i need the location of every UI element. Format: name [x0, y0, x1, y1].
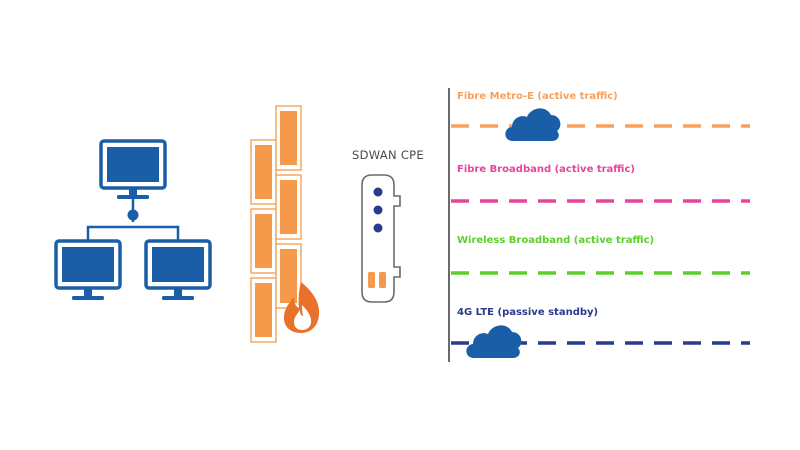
monitor-icon-left: [54, 239, 122, 300]
monitor-icon-top: [99, 139, 167, 199]
cpe-port-1: [368, 272, 375, 288]
link-label-fibre-metro-e: Fibre Metro-E (active traffic): [457, 91, 618, 102]
cpe-port-2: [379, 272, 386, 288]
link-label-wireless-broadband: Wireless Broadband (active traffic): [457, 235, 655, 246]
sdwan-cpe-device-icon: [361, 174, 401, 303]
flame-icon: [283, 282, 320, 333]
firewall-bricks-left: [250, 139, 277, 343]
cpe-title: SDWAN CPE: [352, 148, 424, 162]
firewall-bricks-right: [275, 105, 302, 309]
link-label-4g-lte: 4G LTE (passive standby): [457, 307, 599, 318]
cloud-icon-metro-e: [505, 108, 561, 141]
cpe-status-led-2: [373, 205, 383, 215]
cpe-status-led-1: [373, 187, 383, 197]
network-hub-node: [127, 209, 139, 221]
monitor-icon-right: [144, 239, 212, 300]
cpe-status-led-3: [373, 223, 383, 233]
cloud-icon-4g-lte: [466, 325, 522, 358]
firewall-icon: [250, 105, 320, 343]
lan-network-icon: [54, 139, 212, 300]
link-label-fibre-broadband: Fibre Broadband (active traffic): [457, 164, 635, 175]
